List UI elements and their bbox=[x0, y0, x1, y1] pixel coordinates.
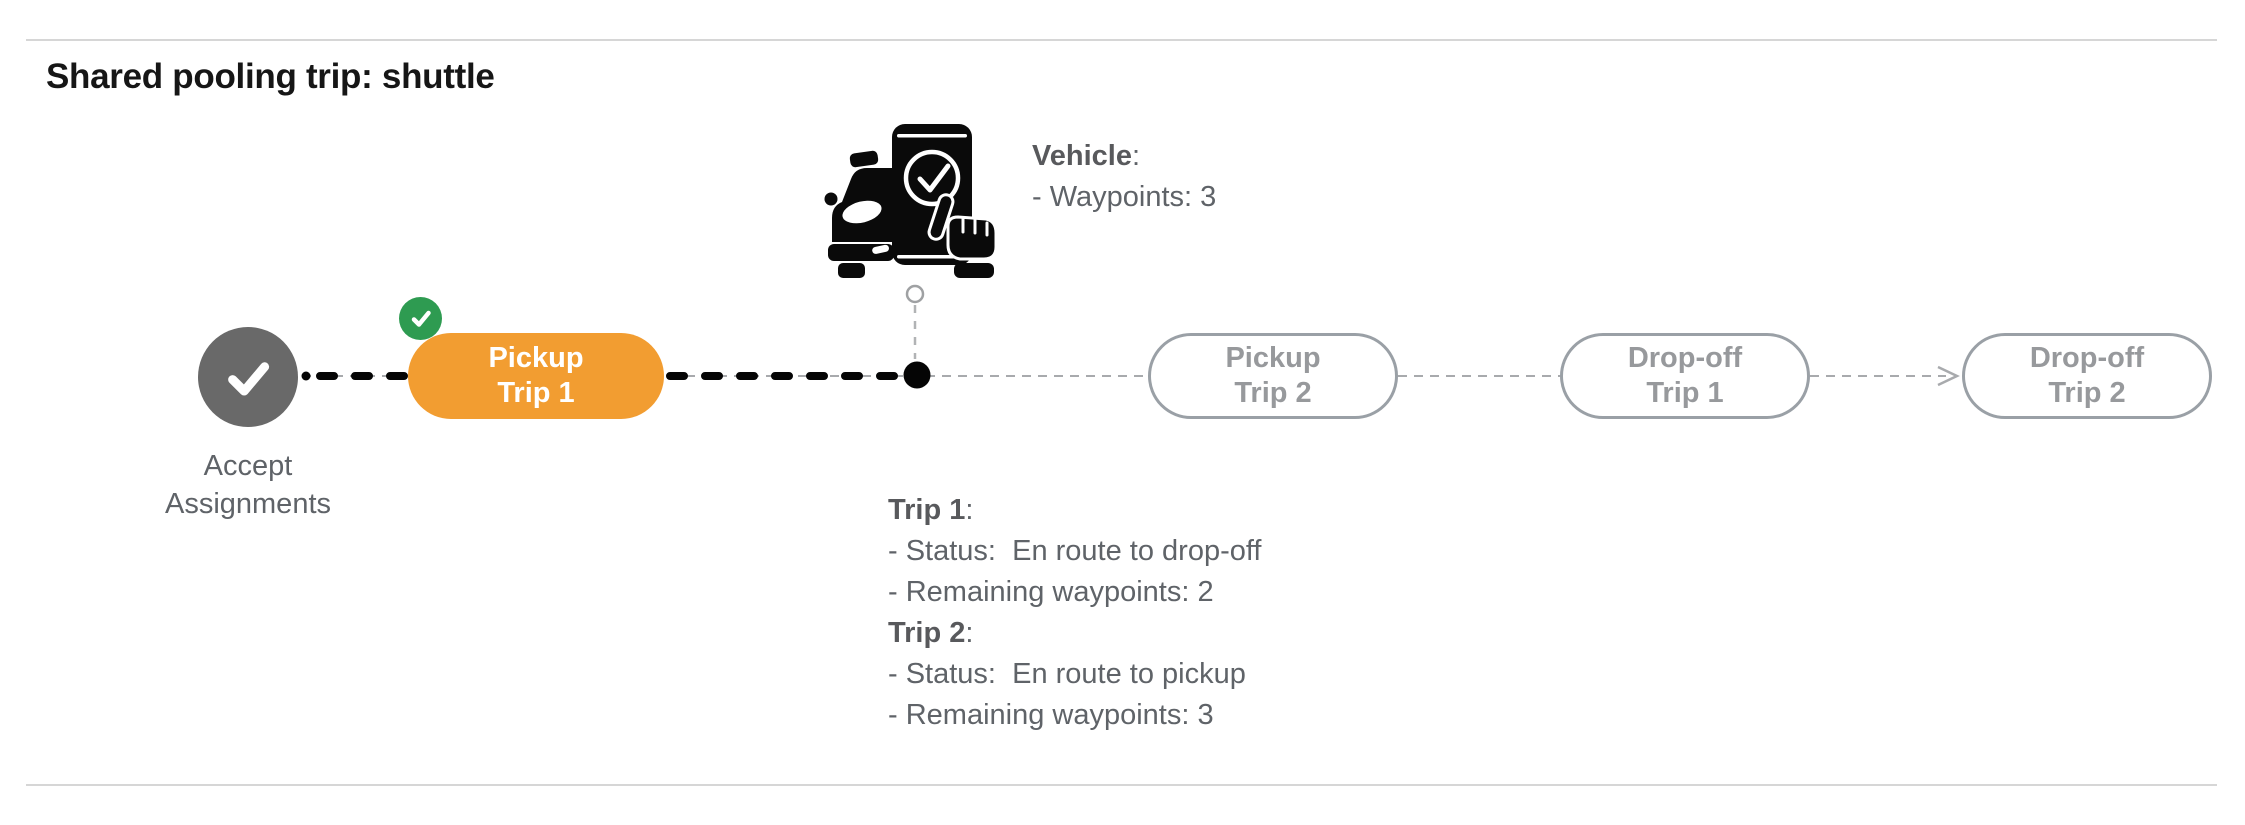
page-title: Shared pooling trip: shuttle bbox=[46, 57, 495, 96]
vehicle-waypoints-line: - Waypoints: 3 bbox=[1032, 181, 1217, 213]
trip-status-block: Trip 1: - Status: En route to drop-off -… bbox=[888, 490, 1261, 736]
timeline-node-accept-assignments bbox=[198, 327, 298, 427]
timeline-node-pickup-trip-2: Pickup Trip 2 bbox=[1148, 333, 1398, 419]
trip-2-status-line: - Status: En route to pickup bbox=[888, 658, 1246, 690]
accept-assignments-label-line2: Assignments bbox=[164, 488, 331, 520]
route-start-dot bbox=[301, 371, 311, 381]
pill-label-line2: Trip 2 bbox=[1234, 377, 1312, 409]
pill-label-line1: Drop-off bbox=[2029, 342, 2145, 374]
trip-2-waypoints-line: - Remaining waypoints: 3 bbox=[888, 699, 1214, 731]
pill-label-line1: Pickup bbox=[1225, 342, 1321, 374]
vehicle-info: Vehicle: - Waypoints: 3 bbox=[1032, 136, 1216, 218]
accept-assignments-label-line1: Accept bbox=[203, 450, 293, 482]
pill-label-line2: Trip 1 bbox=[1646, 377, 1724, 409]
check-badge-icon bbox=[399, 297, 442, 340]
timeline-node-drop-off-trip-2: Drop-off Trip 2 bbox=[1962, 333, 2212, 419]
trip-2-heading: Trip 2: bbox=[888, 617, 974, 649]
trip-1-status-line: - Status: En route to drop-off bbox=[888, 535, 1262, 567]
check-icon bbox=[228, 362, 270, 396]
pill-label-line2: Trip 2 bbox=[2048, 377, 2126, 409]
vehicle-phone-confirm-icon bbox=[824, 122, 1000, 280]
vehicle-info-heading: Vehicle: bbox=[1032, 140, 1141, 172]
open-circle-icon bbox=[905, 284, 925, 304]
top-divider bbox=[26, 39, 2217, 41]
vehicle-info-heading-name: Vehicle bbox=[1032, 140, 1132, 172]
pill-label-line1: Pickup bbox=[488, 342, 584, 374]
pill-label-line1: Drop-off bbox=[1627, 342, 1743, 374]
timeline-node-pickup-trip-1: Pickup Trip 1 bbox=[408, 333, 664, 419]
timeline-node-drop-off-trip-1: Drop-off Trip 1 bbox=[1560, 333, 1810, 419]
arrow-right-icon bbox=[1937, 365, 1960, 387]
bottom-divider bbox=[26, 784, 2217, 786]
position-dot-icon bbox=[903, 361, 931, 389]
trip-1-heading: Trip 1: bbox=[888, 494, 974, 526]
trip-1-waypoints-line: - Remaining waypoints: 2 bbox=[888, 576, 1214, 608]
accept-assignments-label: Accept Assignments bbox=[88, 447, 408, 523]
pill-label-line2: Trip 1 bbox=[497, 377, 575, 409]
